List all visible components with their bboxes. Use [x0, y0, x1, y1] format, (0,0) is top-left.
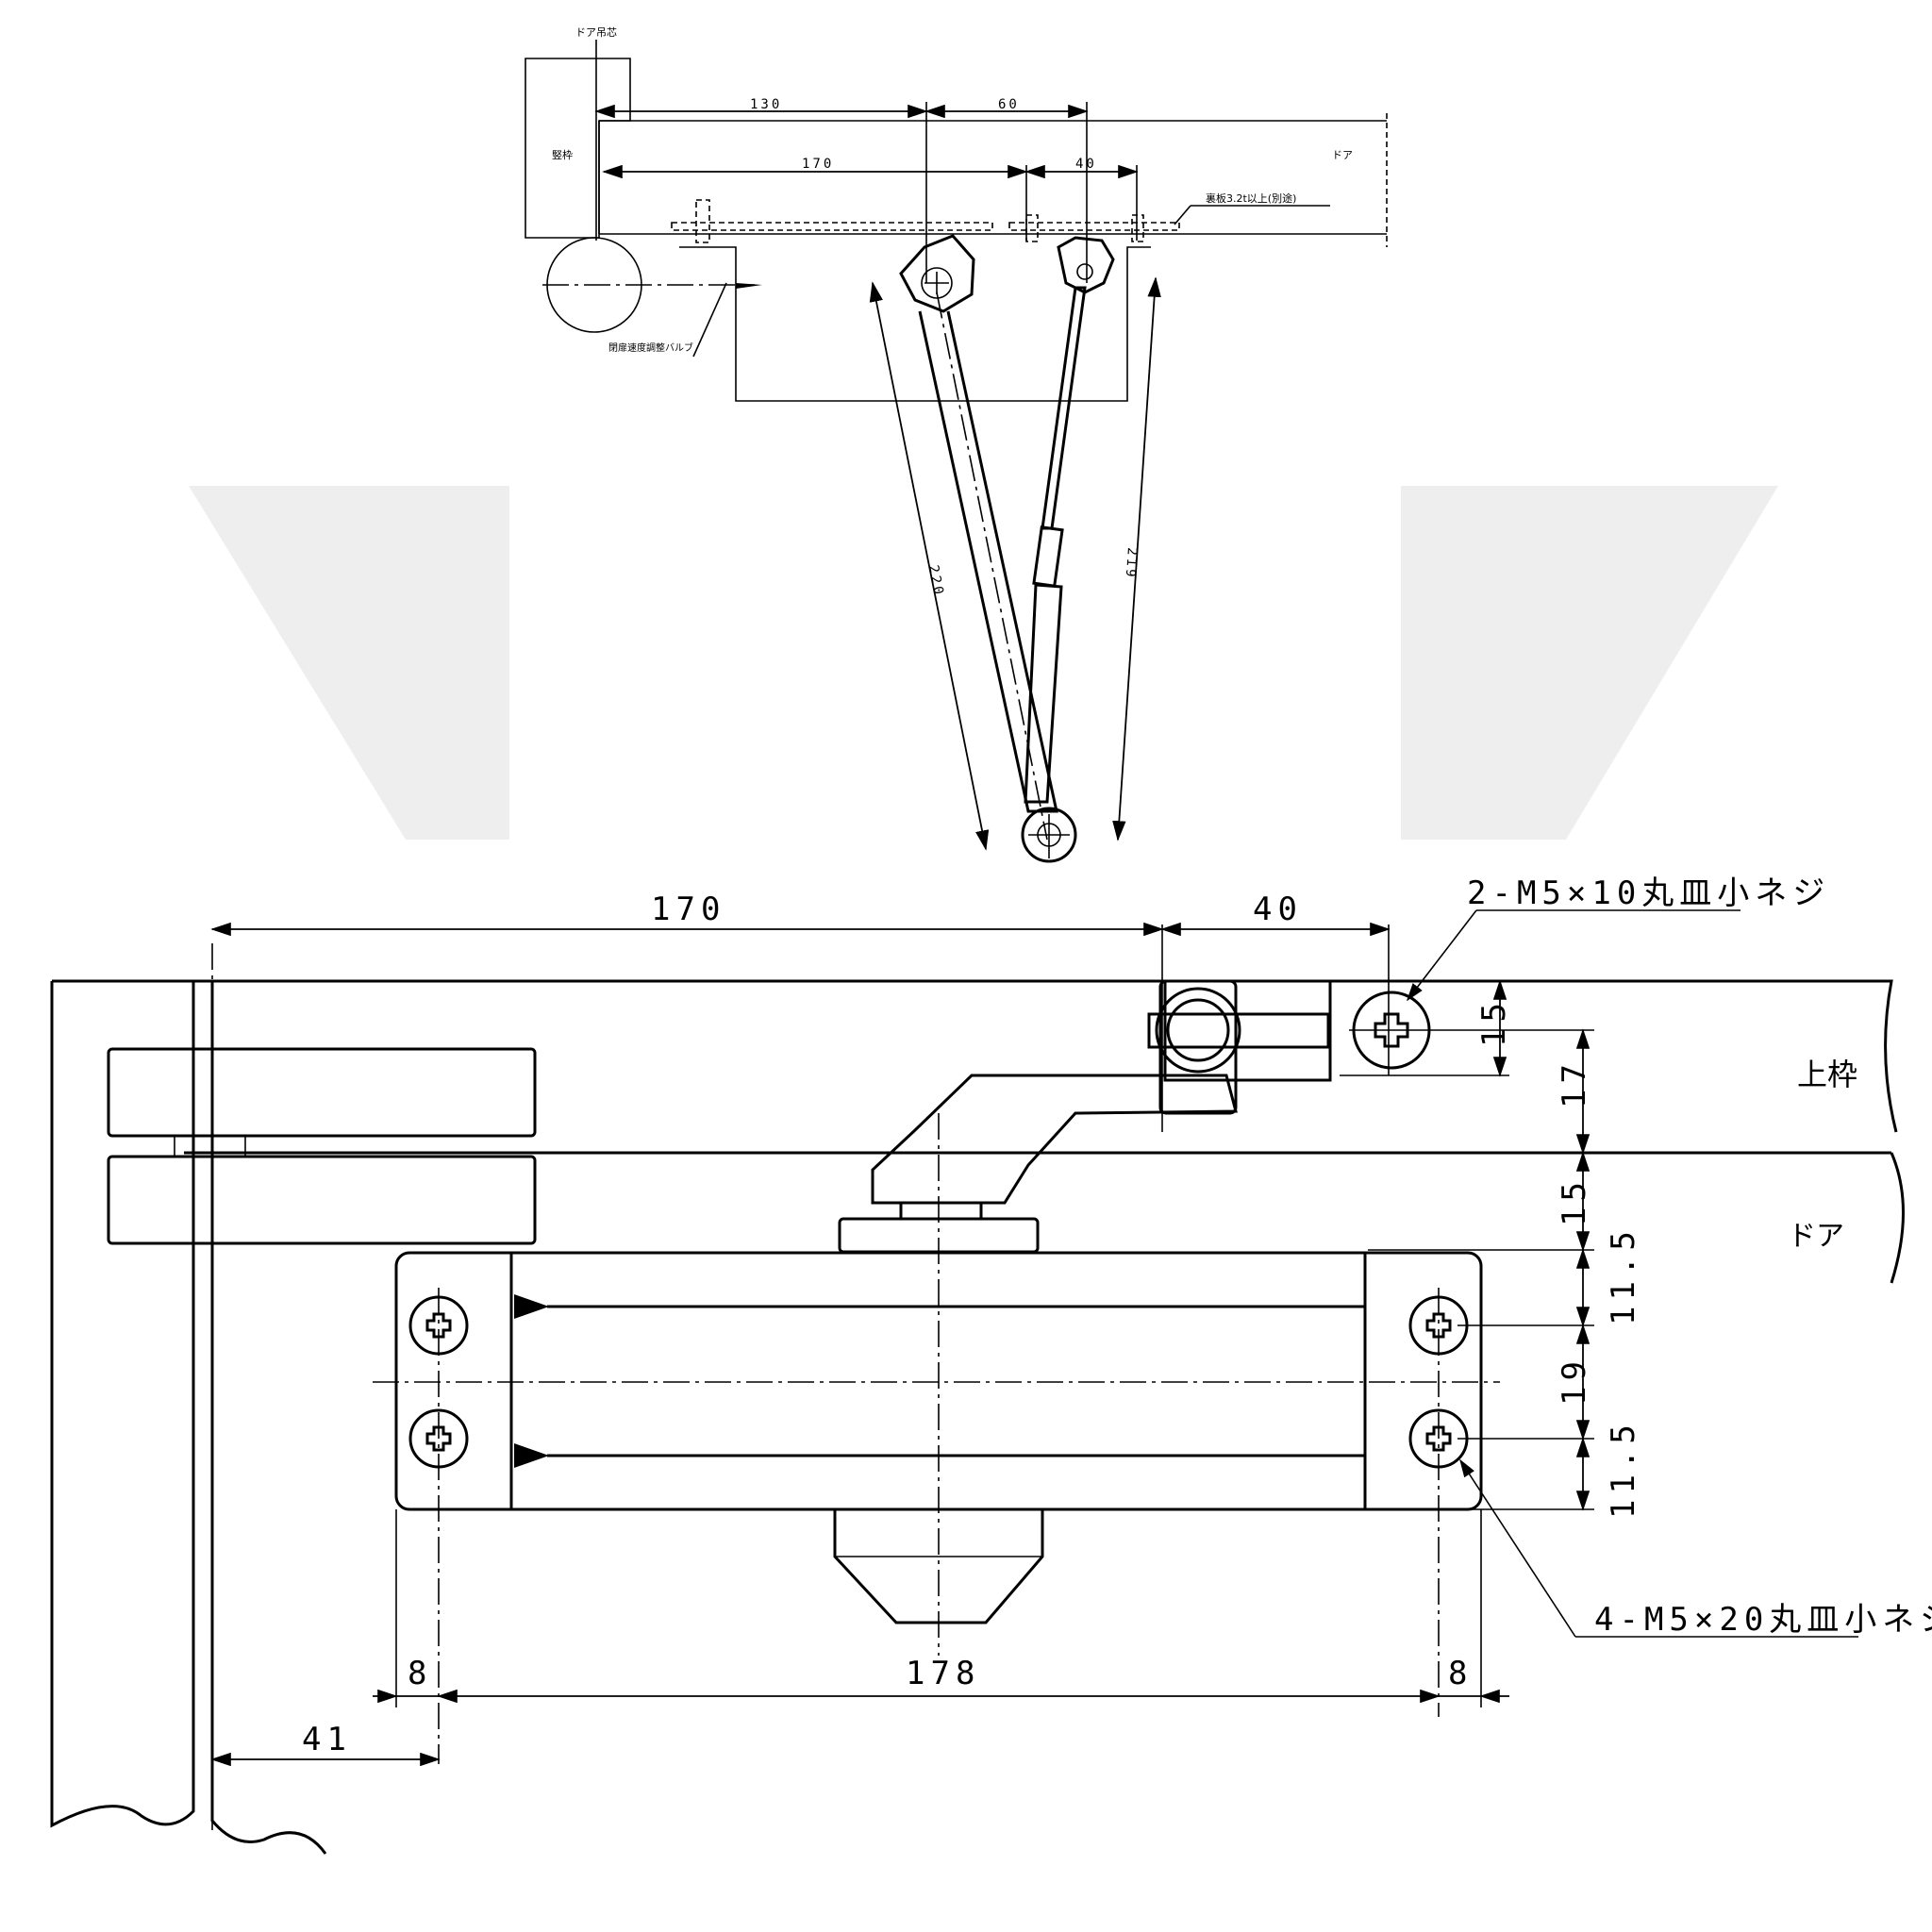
label-valve: 閉扉速度調整バルブ — [608, 341, 693, 354]
dim-60: 60 — [998, 97, 1020, 112]
watermark — [189, 486, 1778, 840]
dim-11-5-bottom: 11.5 — [1605, 1419, 1642, 1519]
frame-jamb — [525, 58, 631, 239]
dim-219: 219 — [1123, 547, 1140, 580]
dim-170-top: 170 — [802, 157, 834, 172]
dim-8-left: 8 — [408, 1655, 432, 1692]
label-body-screws: 4-M5×20丸皿小ネジ — [1594, 1601, 1932, 1639]
dim-8-right: 8 — [1448, 1655, 1473, 1692]
door-leaf — [598, 120, 1387, 235]
label-door-top: ドア — [1332, 149, 1353, 161]
label-door-pivot: ドア吊芯 — [575, 25, 617, 39]
label-door: ドア — [1788, 1220, 1844, 1253]
closer-body — [373, 1113, 1500, 1656]
dim-130: 130 — [750, 97, 782, 112]
label-frame: 竪枠 — [552, 148, 573, 161]
dim-19: 19 — [1556, 1356, 1593, 1406]
closer-arm — [871, 1074, 1238, 1205]
dim-40-top: 40 — [1075, 157, 1097, 172]
dim-41: 41 — [302, 1721, 352, 1758]
body-screws — [408, 1288, 1469, 1764]
front-view: 170 40 2-M5×10丸皿小ネジ 15 17 上枠 15 ドア 11.5 … — [50, 874, 1932, 1855]
top-view: ドア吊芯 竪枠 ドア 閉扉速度調整バルブ — [525, 25, 1388, 863]
dim-40: 40 — [1253, 891, 1303, 928]
arrow-icon — [736, 283, 762, 289]
dim-15: 15 — [1556, 1176, 1593, 1226]
dim-220: 220 — [925, 564, 946, 599]
label-upper-frame: 上枠 — [1797, 1057, 1857, 1092]
dim-170: 170 — [651, 891, 725, 928]
dim-17: 17 — [1556, 1058, 1593, 1108]
dim-178: 178 — [906, 1655, 980, 1692]
dim-15-top: 15 — [1475, 997, 1513, 1047]
frame-bracket — [1147, 979, 1431, 1115]
label-backing-plate: 裏板3.2t以上(別途) — [1206, 192, 1296, 205]
label-bracket-screws: 2-M5×10丸皿小ネジ — [1467, 874, 1830, 912]
dim-11-5-top: 11.5 — [1605, 1225, 1642, 1325]
